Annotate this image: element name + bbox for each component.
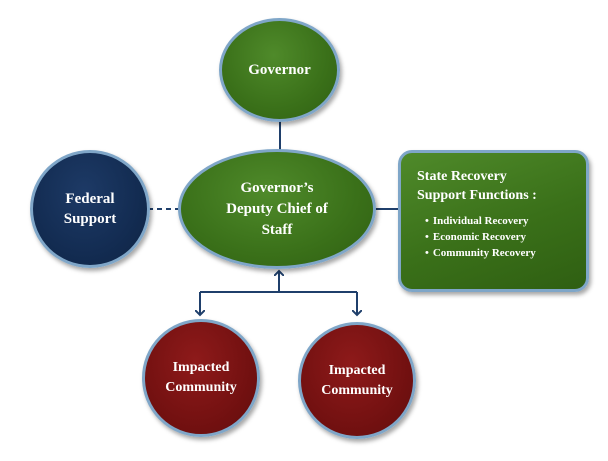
community-right-label: Impacted Community	[321, 361, 393, 401]
community-label-line: Impacted	[328, 362, 386, 378]
list-item: Economic Recovery	[425, 229, 576, 245]
list-item: Community Recovery	[425, 245, 576, 261]
state-box-title: State Recovery Support Functions :	[417, 167, 576, 205]
federal-label-line: Federal	[65, 191, 115, 207]
impacted-community-left-node: Impacted Community	[142, 319, 260, 437]
governor-node: Governor	[219, 18, 340, 122]
community-label-line: Impacted	[172, 360, 230, 375]
state-box-title-line: Support Functions :	[417, 188, 537, 203]
state-recovery-support-functions-box: State Recovery Support Functions : Indiv…	[398, 150, 589, 292]
deputy-label: Governor’s Deputy Chief of Staff	[226, 178, 328, 241]
list-item: Individual Recovery	[425, 213, 576, 229]
community-label-line: Community	[165, 380, 237, 395]
state-functions-list: Individual Recovery Economic Recovery Co…	[417, 213, 576, 261]
deputy-label-line: Governor’s	[240, 179, 314, 196]
federal-label: Federal Support	[64, 189, 117, 229]
federal-support-node: Federal Support	[30, 150, 150, 268]
federal-label-line: Support	[63, 211, 117, 227]
impacted-community-right-node: Impacted Community	[298, 322, 416, 439]
community-left-label: Impacted Community	[165, 358, 237, 398]
deputy-label-line: Staff	[261, 221, 293, 238]
deputy-chief-of-staff-node: Governor’s Deputy Chief of Staff	[178, 149, 376, 269]
deputy-label-line: Deputy Chief of	[226, 200, 328, 217]
governor-label: Governor	[248, 61, 311, 78]
community-label-line: Community	[321, 382, 393, 398]
state-box-title-line: State Recovery	[417, 169, 507, 184]
